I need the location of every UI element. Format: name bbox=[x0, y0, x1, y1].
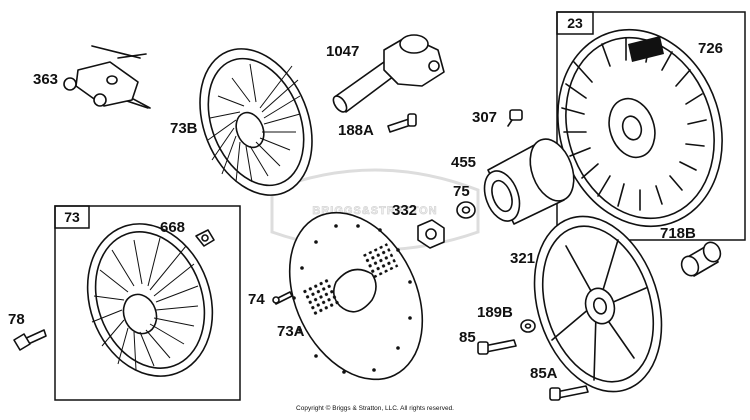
label-668: 668 bbox=[160, 219, 185, 236]
part-75-washer bbox=[456, 201, 476, 219]
part-718b-spacer bbox=[680, 241, 722, 277]
label-75: 75 bbox=[453, 183, 470, 200]
label-332: 332 bbox=[392, 202, 417, 219]
label-321: 321 bbox=[510, 250, 535, 267]
label-307: 307 bbox=[472, 109, 497, 126]
label-74: 74 bbox=[248, 291, 265, 308]
label-726: 726 bbox=[698, 40, 723, 57]
part-73a-disc bbox=[288, 211, 424, 381]
label-78: 78 bbox=[8, 311, 25, 328]
part-1047-shaft bbox=[332, 34, 445, 113]
label-189b: 189B bbox=[477, 304, 513, 321]
part-668-nut bbox=[195, 229, 215, 247]
label-188a: 188A bbox=[338, 122, 374, 139]
part-189b-washer bbox=[520, 319, 536, 333]
copyright-notice: Copyright © Briggs & Stratton, LLC. All … bbox=[296, 405, 454, 412]
part-726-flywheel bbox=[557, 28, 723, 228]
part-73-plate bbox=[86, 223, 214, 377]
part-307-bolt bbox=[507, 109, 523, 127]
label-85: 85 bbox=[459, 329, 476, 346]
part-74-screw bbox=[272, 291, 293, 305]
box-23: 23 bbox=[556, 11, 746, 241]
part-332-nut bbox=[417, 219, 445, 249]
label-73a: 73A bbox=[277, 323, 305, 340]
label-1047: 1047 bbox=[326, 43, 359, 60]
part-73b-plate bbox=[199, 48, 313, 196]
label-85a: 85A bbox=[530, 365, 558, 382]
box-73-label: 73 bbox=[64, 209, 80, 225]
box-73: 73 bbox=[54, 205, 241, 401]
part-363-bracket bbox=[63, 45, 151, 109]
label-718b: 718B bbox=[660, 225, 696, 242]
part-321-housing bbox=[533, 215, 663, 393]
label-455: 455 bbox=[451, 154, 476, 171]
part-85a-bolt bbox=[549, 385, 589, 401]
part-188a-bolt bbox=[387, 113, 417, 133]
label-363: 363 bbox=[33, 71, 58, 88]
part-78-bolt bbox=[13, 329, 47, 351]
box-23-label: 23 bbox=[567, 15, 583, 31]
label-73b: 73B bbox=[170, 120, 198, 137]
part-455-cup bbox=[483, 138, 575, 225]
part-85-bolt bbox=[477, 339, 517, 355]
